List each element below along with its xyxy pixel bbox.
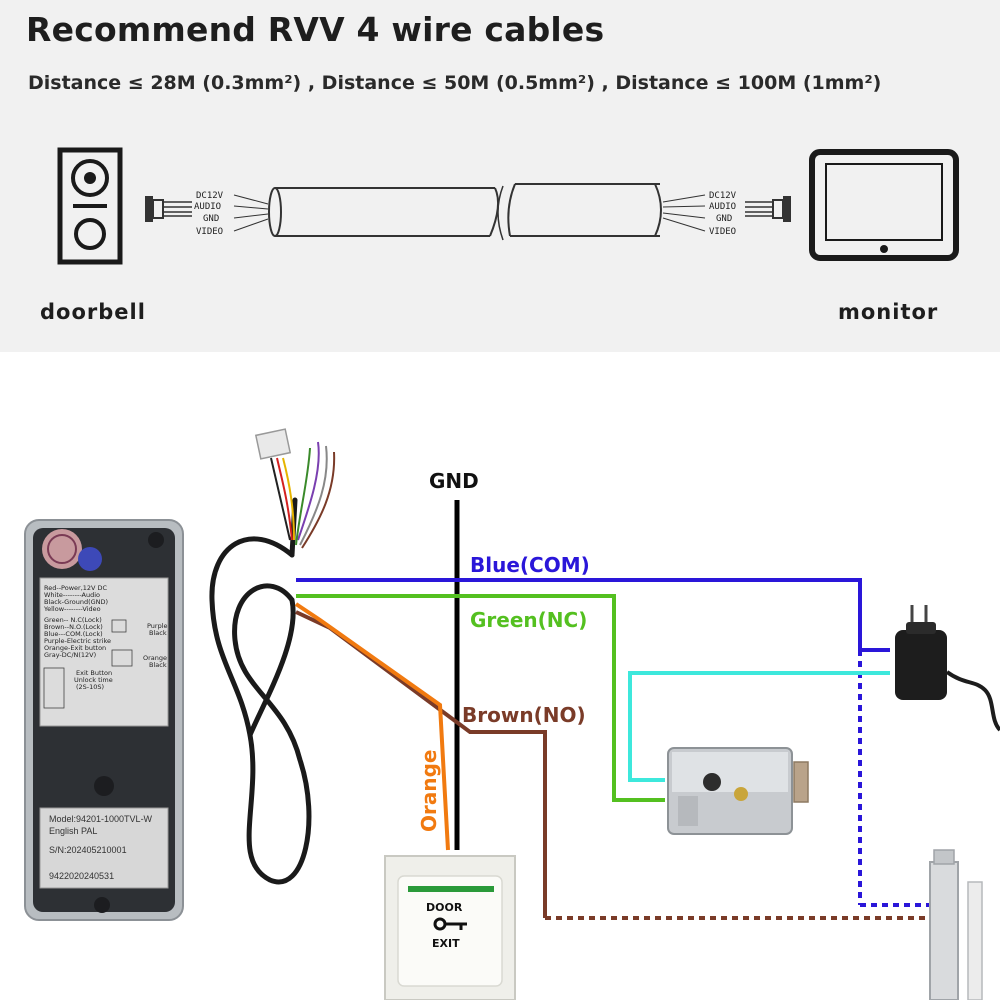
coiled-cable [209, 497, 312, 885]
pin-label: DC12V [709, 191, 737, 201]
brown-no-label: Brown(NO) [462, 703, 586, 727]
blue-com-label: Blue(COM) [470, 553, 590, 577]
legend-line: Blue---COM.(Lock) [44, 630, 103, 638]
doorbell-icon [57, 147, 123, 265]
gnd-label: GND [429, 469, 479, 493]
pin-label: VIDEO [709, 227, 736, 237]
outdoor-unit [24, 519, 184, 921]
cyan-power-wire [628, 671, 890, 782]
device-legend: Red--Power,12V DC White--------Audio Bla… [43, 584, 168, 709]
brown-no-wire [295, 610, 547, 918]
rvv-cable [268, 183, 662, 241]
legend-line: Exit Button [76, 669, 112, 677]
pin-label: GND [203, 214, 219, 224]
legend-line: Yellow--------Video [43, 605, 101, 613]
legend-line: White--------Audio [44, 591, 100, 599]
legend-line: Orange-Exit button [44, 644, 106, 652]
sticker-icon [78, 547, 102, 571]
model-text: Model:94201-1000TVL-W [49, 814, 153, 824]
orange-label: Orange [417, 750, 441, 832]
left-pin-labels: DC12V AUDIO GND VIDEO [194, 191, 224, 237]
lang-text: English PAL [49, 826, 97, 836]
barcode-number: 9422020240531 [49, 871, 114, 881]
pin-label: VIDEO [196, 227, 223, 237]
legend-line: Black [149, 661, 167, 669]
legend-line: Brown--N.O.(Lock) [44, 623, 103, 631]
right-connector-icon [745, 196, 791, 222]
magnetic-lock-icon [929, 849, 983, 1000]
pin-label: AUDIO [194, 202, 221, 212]
orange-exit-wire [294, 602, 450, 851]
exit-button-icon: DOOR EXIT [384, 855, 516, 1000]
legend-line: Orange [143, 654, 167, 662]
legend-line: Black-Ground(GND) [44, 598, 108, 606]
exit-button-door-text: DOOR [426, 901, 463, 914]
green-nc-label: Green(NC) [470, 608, 587, 632]
pin-label: AUDIO [709, 202, 736, 212]
power-adapter-icon [895, 605, 1000, 732]
device-nameplate: Model:94201-1000TVL-W English PAL S/N:20… [49, 814, 153, 881]
legend-line: Black [149, 629, 167, 637]
cable-spec-panel [0, 0, 1000, 352]
page-title: Recommend RVV 4 wire cables [26, 10, 605, 49]
left-connector-icon [145, 196, 192, 222]
blue-com-wire [296, 578, 890, 652]
pin-label: DC12V [196, 191, 224, 201]
legend-line: Purple-Electric strike [44, 637, 111, 645]
legend-line: Unlock time [74, 676, 113, 684]
legend-line: Green-- N.C(Lock) [44, 616, 102, 624]
monitor-icon [809, 149, 959, 261]
green-nc-wire [296, 594, 665, 802]
legend-line: Purple [147, 622, 168, 630]
doorbell-caption: doorbell [40, 300, 146, 324]
legend-line: Red--Power,12V DC [44, 584, 108, 592]
legend-line: (2S-10S) [76, 683, 104, 691]
serial-text: S/N:202405210001 [49, 845, 127, 855]
monitor-caption: monitor [838, 300, 939, 324]
pigtail-connector [254, 428, 336, 549]
legend-line: Gray-DC/N(12V) [44, 651, 96, 659]
distance-spec: Distance ≤ 28M (0.3mm²) , Distance ≤ 50M… [28, 72, 882, 94]
pin-label: GND [716, 214, 732, 224]
electric-lock-icon [667, 747, 809, 835]
exit-button-exit-text: EXIT [432, 937, 460, 950]
right-pin-labels: DC12V AUDIO GND VIDEO [709, 191, 737, 237]
